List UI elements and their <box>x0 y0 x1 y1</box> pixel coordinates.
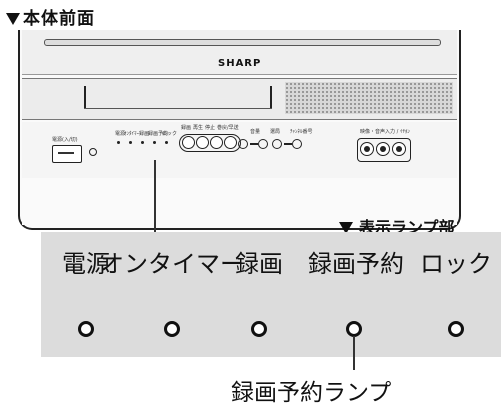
lamp-label-on-timer: オンタイマー <box>100 250 244 278</box>
lamp-label-record-reserve: 録画予約 <box>308 250 404 278</box>
button-label: 停止 <box>205 125 216 131</box>
down-triangle-icon <box>339 222 353 234</box>
lamp-panel <box>41 232 501 357</box>
device-indicator-label: 録画予約 <box>148 131 169 137</box>
deck-slot <box>84 108 272 109</box>
lock-lamp <box>448 321 464 337</box>
record-lamp <box>251 321 267 337</box>
device-indicator-label: 電源 <box>115 131 126 137</box>
skip-button <box>224 136 237 149</box>
device-indicator-label: ロック <box>162 131 178 137</box>
device-indicator-label: ｵﾝﾀｲﾏｰ <box>124 131 140 137</box>
lamp-label-lock: ロック <box>420 250 492 278</box>
device-indicator-lamp <box>165 141 168 144</box>
deck-slot-edge <box>270 86 272 108</box>
leader-line <box>154 160 156 235</box>
right-control-label: 選局 <box>270 129 281 135</box>
deck-slot-edge <box>84 86 86 108</box>
button-label: 再生 <box>193 125 204 131</box>
button-label: 録画 <box>181 125 192 131</box>
device-indicator-lamp <box>141 141 144 144</box>
callout-label: 録画予約ランプ <box>231 380 392 406</box>
power-label: 電源(入/切) <box>52 137 78 143</box>
audio-jack <box>376 142 390 156</box>
on-timer-lamp <box>164 321 180 337</box>
brand-logo: SHARP <box>218 58 262 69</box>
device-indicator-lamp <box>153 141 156 144</box>
right-control-label: ﾁｬﾝﾈﾙ番号 <box>290 129 313 135</box>
remote-sensor <box>89 148 97 156</box>
jack-panel <box>357 138 411 162</box>
video-jack <box>360 142 374 156</box>
device-top-panel <box>22 30 457 75</box>
device-bottom <box>22 185 457 225</box>
power-button <box>52 145 82 163</box>
volume-down-button <box>238 139 248 149</box>
lamp-label-power: 電源 <box>62 250 110 278</box>
stop-button <box>210 136 223 149</box>
top-slit <box>44 39 441 46</box>
volume-up-button <box>258 139 268 149</box>
play-button <box>196 136 209 149</box>
callout-leader-line <box>353 336 355 370</box>
earphone-jack <box>392 142 406 156</box>
right-control-label: 音量 <box>250 129 261 135</box>
record-reserve-lamp <box>346 321 362 337</box>
channel-up-button <box>292 139 302 149</box>
input-label: 映像・音声入力 / ｲﾔﾎﾝ <box>360 129 410 135</box>
speaker-grille <box>285 82 453 114</box>
diagram-title: 本体前面 <box>6 4 95 29</box>
device-indicator-lamp <box>129 141 132 144</box>
power-lamp <box>78 321 94 337</box>
device-indicator-label: 録画 <box>139 131 150 137</box>
lamp-label-record: 録画 <box>235 250 283 278</box>
channel-link <box>284 143 292 145</box>
button-label: 巻戻/早送 <box>217 125 239 131</box>
record-button <box>182 136 195 149</box>
device-indicator-lamp <box>117 141 120 144</box>
volume-link <box>250 143 258 145</box>
down-triangle-icon <box>6 13 20 25</box>
channel-down-button <box>272 139 282 149</box>
